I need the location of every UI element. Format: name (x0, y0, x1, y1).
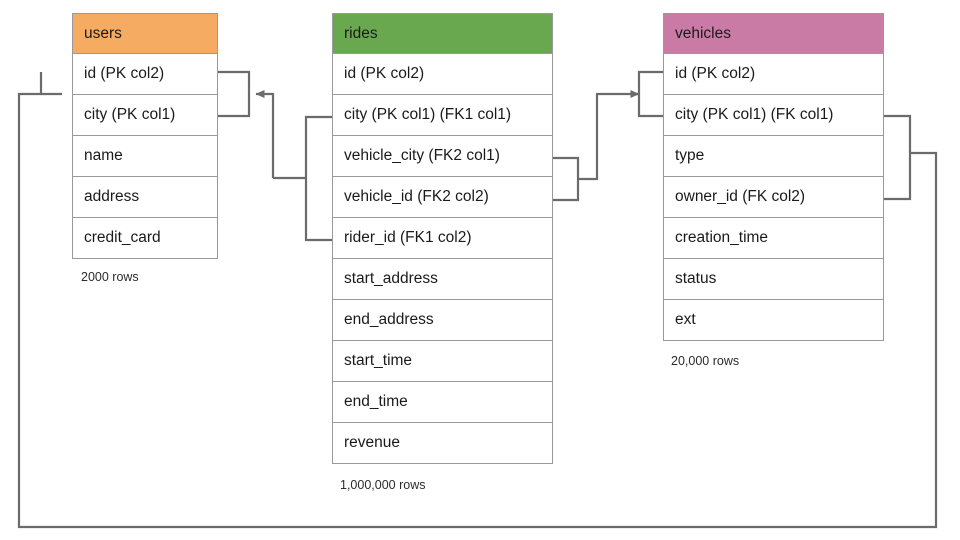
table-rides-header: rides (332, 13, 553, 54)
edge-fk-vehicles-to-users (17, 72, 938, 529)
table-vehicles-column[interactable]: ext (663, 300, 884, 341)
table-vehicles-column[interactable]: owner_id (FK col2) (663, 177, 884, 218)
column-label: id (PK col2) (344, 65, 425, 82)
table-users-column[interactable]: credit_card (72, 218, 218, 259)
table-vehicles-column[interactable]: status (663, 259, 884, 300)
table-vehicles-header: vehicles (663, 13, 884, 54)
column-label: name (84, 147, 123, 164)
table-users-title: users (84, 24, 122, 42)
column-label: end_time (344, 393, 408, 410)
column-label: id (PK col2) (84, 65, 165, 82)
table-vehicles[interactable]: vehicles id (PK col2) city (PK col1) (FK… (663, 13, 884, 341)
column-label: end_address (344, 311, 434, 328)
column-label: vehicle_id (FK2 col2) (344, 188, 489, 205)
column-label: type (675, 147, 705, 164)
table-rides-column[interactable]: city (PK col1) (FK1 col1) (332, 95, 553, 136)
table-rides-row-count: 1,000,000 rows (340, 478, 426, 492)
table-users-column[interactable]: address (72, 177, 218, 218)
column-label: ext (675, 311, 696, 328)
table-rides-column[interactable]: id (PK col2) (332, 54, 553, 95)
column-label: city (PK col1) (FK1 col1) (344, 106, 512, 123)
table-vehicles-column[interactable]: id (PK col2) (663, 54, 884, 95)
table-users-row-count: 2000 rows (81, 270, 139, 284)
column-label: address (84, 188, 140, 205)
table-users[interactable]: users id (PK col2) city (PK col1) name a… (72, 13, 218, 259)
column-label: id (PK col2) (675, 65, 756, 82)
column-label: city (PK col1) (FK col1) (675, 106, 834, 123)
column-label: credit_card (84, 229, 161, 246)
table-rides-column[interactable]: rider_id (FK1 col2) (332, 218, 553, 259)
column-label: vehicle_city (FK2 col1) (344, 147, 500, 164)
table-users-header: users (72, 13, 218, 54)
table-users-column[interactable]: id (PK col2) (72, 54, 218, 95)
table-rides-column[interactable]: vehicle_city (FK2 col1) (332, 136, 553, 177)
edge-fk1-rides-to-users (218, 70, 332, 242)
table-rides-column[interactable]: start_address (332, 259, 553, 300)
table-rides-column[interactable]: end_address (332, 300, 553, 341)
table-users-column[interactable]: city (PK col1) (72, 95, 218, 136)
column-label: rider_id (FK1 col2) (344, 229, 472, 246)
column-label: start_address (344, 270, 438, 287)
table-vehicles-column[interactable]: type (663, 136, 884, 177)
table-vehicles-column[interactable]: creation_time (663, 218, 884, 259)
column-label: city (PK col1) (84, 106, 176, 123)
table-rides-title: rides (344, 24, 378, 42)
table-vehicles-column[interactable]: city (PK col1) (FK col1) (663, 95, 884, 136)
table-rides-column[interactable]: start_time (332, 341, 553, 382)
column-label: start_time (344, 352, 413, 369)
column-label: revenue (344, 434, 401, 451)
edge-fk2-rides-to-vehicles (553, 70, 663, 202)
table-rides-column[interactable]: vehicle_id (FK2 col2) (332, 177, 553, 218)
column-label: owner_id (FK col2) (675, 188, 806, 205)
table-vehicles-title: vehicles (675, 24, 731, 42)
table-rides-column[interactable]: revenue (332, 423, 553, 464)
table-rides[interactable]: rides id (PK col2) city (PK col1) (FK1 c… (332, 13, 553, 464)
table-vehicles-row-count: 20,000 rows (671, 354, 740, 368)
table-users-column[interactable]: name (72, 136, 218, 177)
table-rides-column[interactable]: end_time (332, 382, 553, 423)
column-label: creation_time (675, 229, 769, 246)
column-label: status (675, 270, 717, 287)
